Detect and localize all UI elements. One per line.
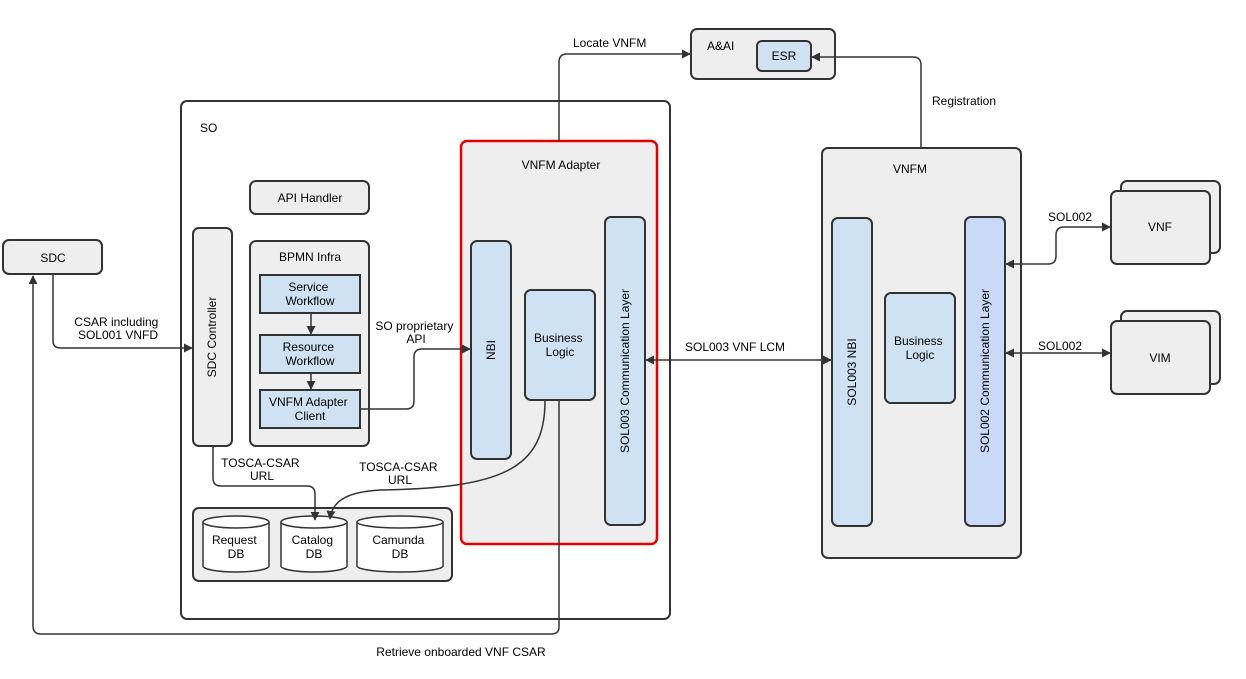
esr-label: ESR bbox=[772, 49, 797, 63]
adapter-sol003-layer-box bbox=[604, 216, 646, 526]
so-api-label: SO proprietary API bbox=[375, 319, 456, 346]
registration-label: Registration bbox=[932, 94, 996, 108]
sol003-lcm-label: SOL003 VNF LCM bbox=[685, 340, 785, 354]
service-workflow-box bbox=[259, 274, 361, 314]
edge-sol002-vnf bbox=[1005, 222, 1111, 269]
resource-workflow-label: Resource Workflow bbox=[283, 340, 338, 368]
vim-label: VIM bbox=[1149, 351, 1170, 365]
vnf-label: VNF bbox=[1148, 220, 1172, 234]
resource-workflow-box bbox=[259, 334, 361, 374]
request-db-label: Request DB bbox=[212, 533, 260, 561]
tosca-sdc-label: TOSCA-CSAR URL bbox=[221, 456, 303, 483]
sol002-vim-label: SOL002 bbox=[1038, 339, 1082, 353]
bpmn-infra-label: BPMN Infra bbox=[279, 250, 341, 264]
edge-so-api bbox=[361, 344, 471, 410]
catalog-db-icon bbox=[280, 515, 348, 573]
adapter-business-logic-box bbox=[524, 289, 596, 401]
csar-label: CSAR including SOL001 VNFD bbox=[74, 315, 161, 342]
edge-retrieve bbox=[28, 275, 560, 635]
tosca-adapter-label: TOSCA-CSAR URL bbox=[359, 460, 441, 487]
api-handler-box bbox=[249, 180, 370, 215]
adapter-sol003-layer-label: SOL003 Communication Layer bbox=[618, 289, 632, 453]
edge-tosca-adapter bbox=[326, 400, 546, 520]
api-handler-label: API Handler bbox=[278, 191, 343, 205]
sol002-vnf-label: SOL002 bbox=[1048, 210, 1092, 224]
sdc-controller-label: SDC Controller bbox=[205, 297, 219, 378]
vnfm-sol003-nbi-box bbox=[831, 217, 873, 527]
vnfm-business-logic-box bbox=[884, 292, 956, 404]
retrieve-label: Retrieve onboarded VNF CSAR bbox=[376, 645, 546, 659]
vnfm-adapter-label: VNFM Adapter bbox=[522, 158, 601, 172]
vnfm-sol002-layer-label: SOL002 Communication Layer bbox=[978, 289, 992, 453]
sdc-controller-box bbox=[192, 227, 233, 447]
vnfm-label: VNFM bbox=[893, 162, 927, 176]
locate-vnfm-label: Locate VNFM bbox=[573, 36, 646, 50]
vnfm-adapter-client-box bbox=[259, 389, 361, 429]
adapter-nbi-label: NBI bbox=[484, 340, 498, 360]
so-label: SO bbox=[200, 121, 217, 135]
vim-stack bbox=[1110, 310, 1221, 395]
vnfm-sol002-layer-box bbox=[964, 216, 1006, 527]
aai-label: A&AI bbox=[707, 39, 734, 53]
esr-box bbox=[756, 40, 812, 72]
edge-csar bbox=[52, 275, 193, 353]
edge-tosca-sdc bbox=[212, 447, 320, 521]
request-db-icon bbox=[202, 515, 270, 573]
edge-locate-vnfm bbox=[558, 49, 691, 141]
camunda-db-label: Camunda DB bbox=[372, 533, 427, 561]
vnf-stack bbox=[1110, 180, 1221, 265]
service-workflow-label: Service Workflow bbox=[285, 280, 334, 308]
vnfm-sol003-nbi-label: SOL003 NBI bbox=[845, 338, 859, 405]
catalog-db-label: Catalog DB bbox=[292, 533, 337, 561]
camunda-db-icon bbox=[356, 515, 444, 573]
sdc-box bbox=[2, 239, 103, 275]
vnfm-adapter-client-label: VNFM Adapter Client bbox=[269, 395, 351, 423]
adapter-business-logic-label: Business Logic bbox=[534, 331, 586, 359]
edge-registration bbox=[811, 52, 922, 148]
adapter-nbi-box bbox=[470, 240, 512, 460]
sdc-label: SDC bbox=[40, 251, 66, 265]
vnfm-business-logic-label: Business Logic bbox=[894, 334, 946, 362]
